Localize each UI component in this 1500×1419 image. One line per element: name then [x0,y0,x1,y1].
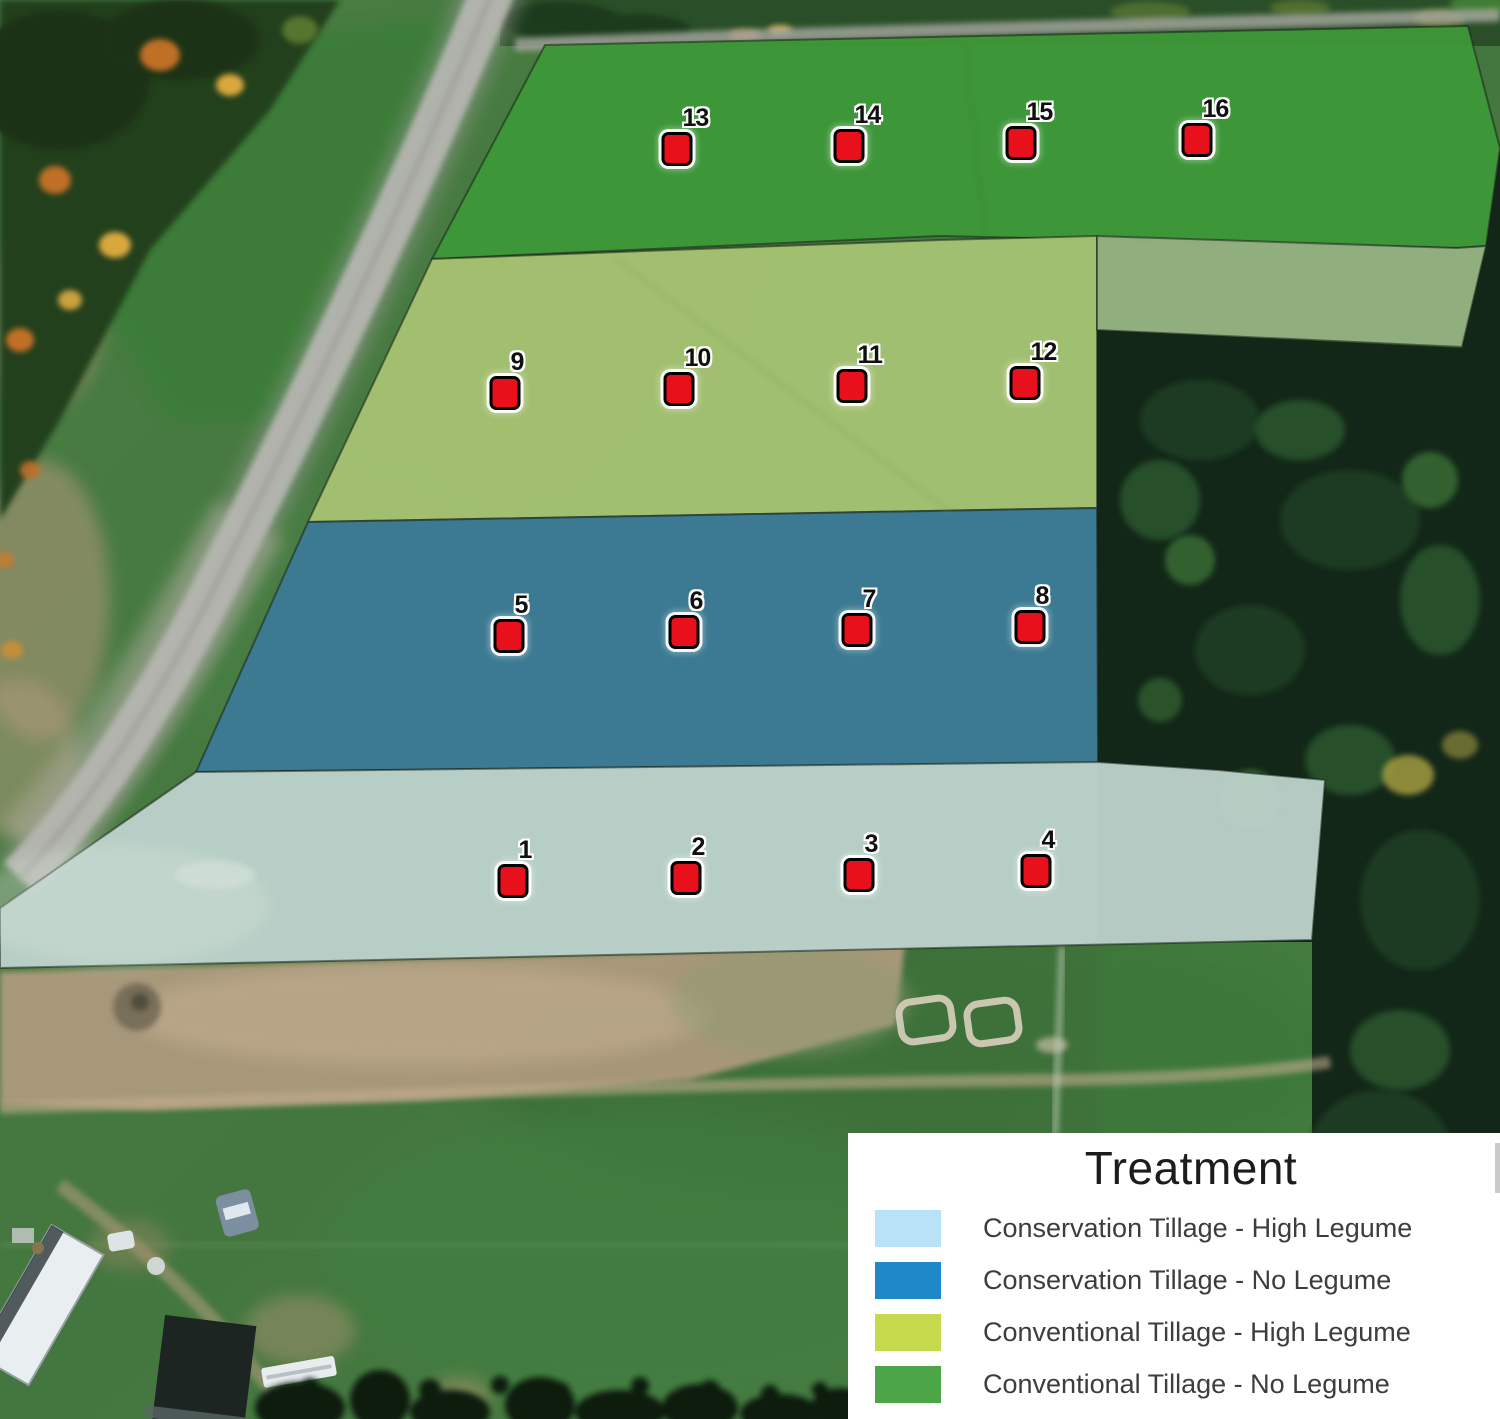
legend-swatch [875,1210,941,1247]
legend-swatch [875,1366,941,1403]
marker-5[interactable]: 5 [493,593,528,653]
marker-label: 12 [1030,338,1058,366]
marker-label: 2 [691,833,706,861]
marker-14[interactable]: 14 [833,103,881,163]
marker-label: 15 [1026,98,1054,126]
vehicle-small [12,1228,34,1243]
faint-path [1051,946,1066,1136]
marker-16[interactable]: 16 [1181,97,1229,157]
tank-white [147,1257,165,1275]
zone-conventional-tillage-high-legume-forest[interactable] [1096,235,1487,348]
legend-item-2: Conservation Tillage - No Legume [875,1262,1391,1299]
bottom-trees [255,1370,870,1419]
vehicle-white [107,1230,135,1252]
marker-label: 9 [510,348,525,376]
marker-label: 3 [864,830,879,858]
legend-title: Treatment [1084,1142,1298,1194]
zone-conventional-tillage-high-legume[interactable] [307,235,1098,523]
marker-label: 7 [862,585,877,613]
farm-track-top [514,8,1500,52]
zone-surface-details [0,44,987,965]
zone-conservation-tillage-no-legume[interactable] [195,507,1099,773]
marker-10[interactable]: 10 [663,346,711,406]
marker-15[interactable]: 15 [1005,100,1053,160]
legend-item-label: Conservation Tillage - No Legume [983,1265,1392,1295]
marker-label: 5 [514,591,529,619]
plowed-field [0,945,1331,1136]
barn-white-roof [0,1223,105,1387]
yellow-tree [1382,755,1434,795]
marker-13[interactable]: 13 [661,106,709,166]
marker-9[interactable]: 9 [489,350,524,410]
marker-label: 1 [518,836,533,864]
treatment-zones-layer [0,25,1500,969]
zone-conservation-tillage-high-legume[interactable] [0,761,1326,969]
trailer-white [261,1356,337,1388]
marker-label: 8 [1035,582,1050,610]
marker-3[interactable]: 3 [843,832,878,892]
marker-label: 16 [1202,95,1230,123]
marker-label: 11 [857,341,883,369]
vehicle-blue [215,1189,259,1237]
marker-11[interactable]: 11 [836,343,883,403]
marker-8[interactable]: 8 [1014,584,1049,644]
legend-swatch [875,1262,941,1299]
marker-label: 13 [682,104,710,132]
marker-label: 14 [854,101,882,129]
legend-item-label: Conservation Tillage - High Legume [983,1213,1413,1243]
marker-4[interactable]: 4 [1020,828,1055,888]
marker-12[interactable]: 12 [1009,340,1057,400]
legend-swatch [875,1314,941,1351]
legend-panel: Treatment Conservation Tillage - High Le… [848,1133,1500,1419]
legend-item-1: Conservation Tillage - High Legume [875,1210,1412,1247]
road [0,0,524,901]
legend-item-label: Conventional Tillage - No Legume [983,1369,1390,1399]
legend-item-label: Conventional Tillage - High Legume [983,1317,1411,1347]
dirt-path [0,1056,1331,1114]
legend-scrollbar[interactable] [1495,1143,1500,1193]
marker-label: 4 [1041,826,1056,854]
forest-top-left [0,0,340,659]
legend-item-3: Conventional Tillage - High Legume [875,1314,1411,1351]
marker-7[interactable]: 7 [841,587,876,647]
legend-item-4: Conventional Tillage - No Legume [875,1366,1390,1403]
marker-1[interactable]: 1 [497,838,532,898]
marker-2[interactable]: 2 [670,835,705,895]
marker-label: 6 [689,587,704,615]
barn-dark-roof [144,1314,257,1419]
marker-label: 10 [684,344,712,372]
marker-6[interactable]: 6 [668,589,703,649]
